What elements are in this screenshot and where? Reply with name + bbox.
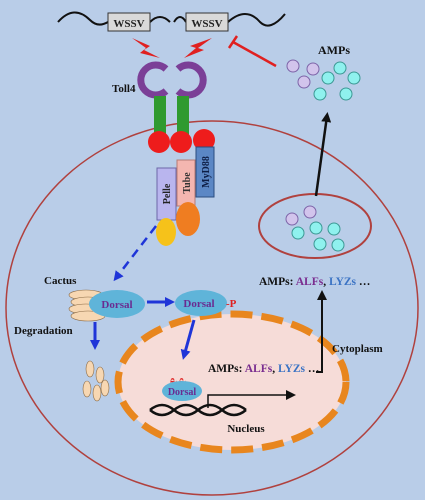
activation-dashed-arrow: [113, 225, 157, 282]
amps-label: AMPs: [318, 43, 350, 57]
vesicle-amp-particles: [285, 205, 345, 252]
toll4-label: Toll4: [112, 83, 136, 95]
pelle-label: Pelle: [162, 183, 173, 204]
cytoplasm-amps-text: AMPs: ALFs, LYZs …: [259, 276, 370, 288]
nuclear-amps-text: AMPs: ALFs, LYZs …: [208, 363, 319, 375]
degradation-label: Degradation: [14, 325, 73, 337]
tube-label: Tube: [182, 172, 193, 194]
dorsal-phosphorylated: [175, 290, 227, 316]
nucleus: [114, 310, 350, 454]
adaptor-complex: MyD88 Tube Pelle: [156, 146, 215, 246]
wssv-left-particle: WSSV: [57, 11, 171, 32]
secretion-arrow: [314, 112, 332, 197]
degraded-cactus-fragments: [82, 360, 110, 402]
orange-kinase-blob: [176, 202, 200, 236]
phospho-suffix: -P: [226, 298, 237, 310]
inhibition-bar: [227, 35, 239, 49]
cytoplasm-label: Cytoplasm: [332, 343, 383, 355]
wssv-left-label: WSSV: [113, 18, 144, 30]
dna-helix: [149, 403, 247, 417]
yellow-kinase-blob: [156, 218, 176, 246]
amp-inhibition-line: [232, 40, 277, 68]
nuclear-translocation-arrow: [180, 319, 196, 360]
dorsal-cactus-bound: [89, 290, 145, 318]
lightning-right-icon: [184, 38, 212, 58]
transcription-arrow: [207, 390, 296, 408]
extracellular-amp-particles: [286, 59, 361, 101]
wssv-right-label: WSSV: [191, 18, 222, 30]
toll4-receptor: [137, 61, 215, 153]
p-mark-1: P: [168, 377, 179, 385]
dorsal-label: Dorsal: [101, 299, 132, 311]
dorsal-nuclear: [162, 381, 202, 401]
p-mark-2: P: [177, 377, 188, 385]
dorsal-p-label: Dorsal: [183, 298, 214, 310]
export-arrow: [316, 290, 327, 373]
lightning-left-icon: [132, 38, 160, 58]
nuclear-dorsal-label: Dorsal: [168, 387, 197, 398]
nucleus-label: Nucleus: [227, 423, 265, 435]
wssv-right-particle: WSSV: [173, 12, 286, 32]
cactus-label: Cactus: [44, 275, 77, 287]
myd88-label: MyD88: [201, 156, 212, 188]
myd88-box: [195, 146, 215, 198]
